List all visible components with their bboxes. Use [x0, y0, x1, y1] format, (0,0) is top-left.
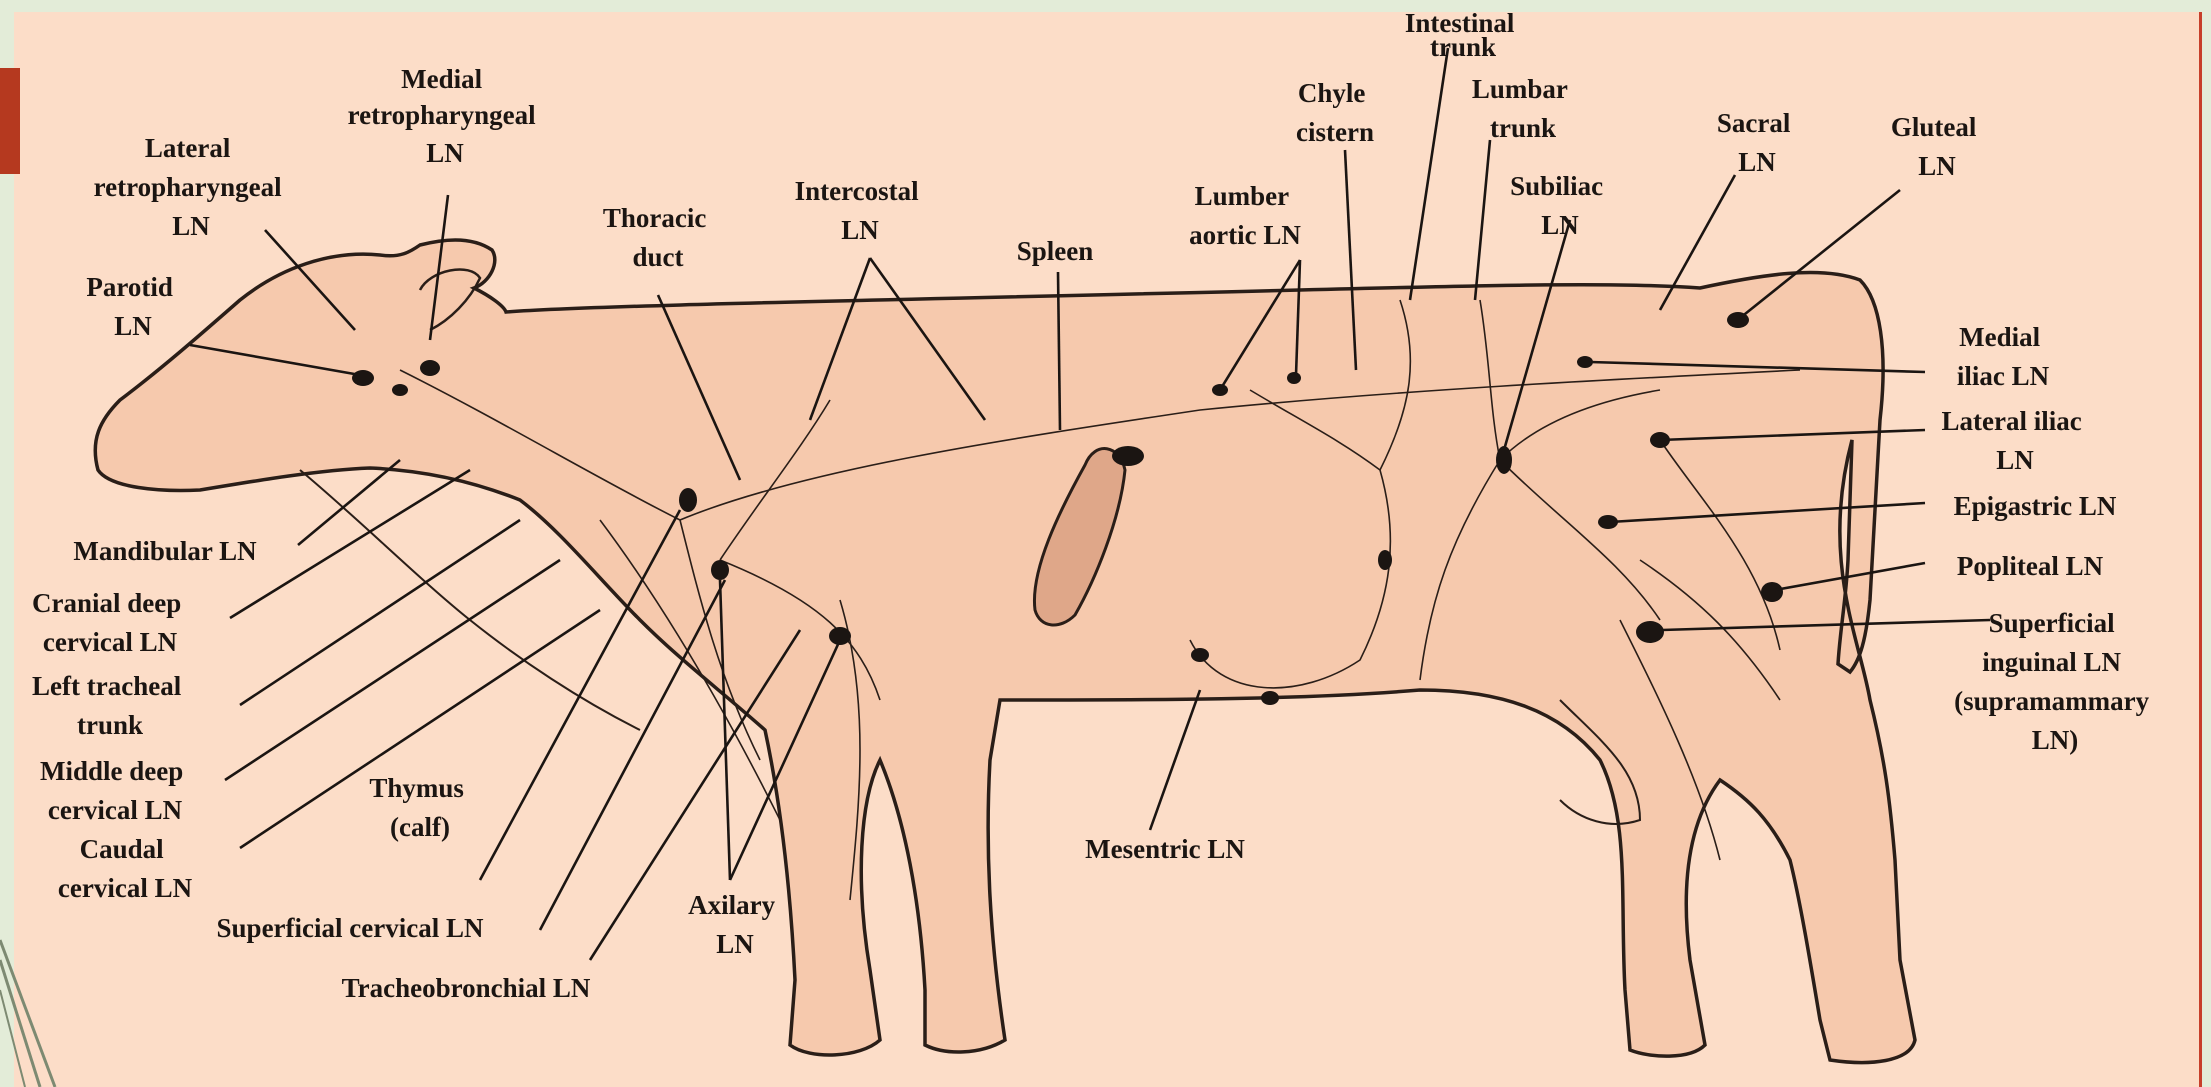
label-lumber-aortic-ln: Lumber aortic LN: [1189, 181, 1301, 250]
label-thoracic-duct: Thoracic duct: [603, 203, 713, 272]
label-superficial-inguinal-ln: Superficial inguinal LN (supramammary LN…: [1954, 608, 2156, 755]
label-chyle-cistern: Chyle cistern: [1296, 78, 1374, 147]
label-middle-deep-cervical-ln: Middle deep cervical LN: [40, 756, 190, 825]
label-tracheobronchial-ln: Tracheobronchial LN: [342, 973, 591, 1003]
label-left-tracheal-trunk: Left tracheal trunk: [32, 671, 188, 740]
label-gluteal-ln: Gluteal LN: [1891, 112, 1983, 181]
label-lateral-iliac-ln: Lateral iliac LN: [1942, 406, 2089, 475]
label-intestinal-trunk: Intestinal trunk: [1405, 8, 1521, 62]
label-lateral-retropharyngeal-ln: Lateral retropharyngeal LN: [94, 133, 289, 241]
label-superficial-cervical-ln: Superficial cervical LN: [217, 913, 484, 943]
label-cranial-deep-cervical-ln: Cranial deep cervical LN: [32, 588, 188, 657]
label-popliteal-ln: Popliteal LN: [1957, 551, 2104, 581]
label-thymus-calf: Thymus (calf): [369, 773, 470, 842]
label-sacral-ln: Sacral LN: [1717, 108, 1797, 177]
label-parotid-ln: Parotid LN: [86, 272, 179, 341]
label-caudal-cervical-ln: Caudal cervical LN: [58, 834, 193, 903]
label-spleen: Spleen: [1017, 236, 1094, 266]
label-mesentric-ln: Mesentric LN: [1085, 834, 1245, 864]
label-medial-iliac-ln: Medial iliac LN: [1957, 322, 2050, 391]
label-axillary-ln: Axilary LN: [688, 890, 782, 959]
label-mandibular-ln: Mandibular LN: [73, 536, 257, 566]
label-epigastric-ln: Epigastric LN: [1954, 491, 2117, 521]
slide-corner-decoration: [0, 940, 55, 1087]
label-subiliac-ln: Subiliac LN: [1510, 171, 1610, 240]
label-medial-retropharyngeal-ln: Medial retropharyngeal LN: [348, 64, 543, 168]
label-lumbar-trunk: Lumbar trunk: [1472, 74, 1574, 143]
label-intercostal-ln: Intercostal LN: [795, 176, 926, 245]
